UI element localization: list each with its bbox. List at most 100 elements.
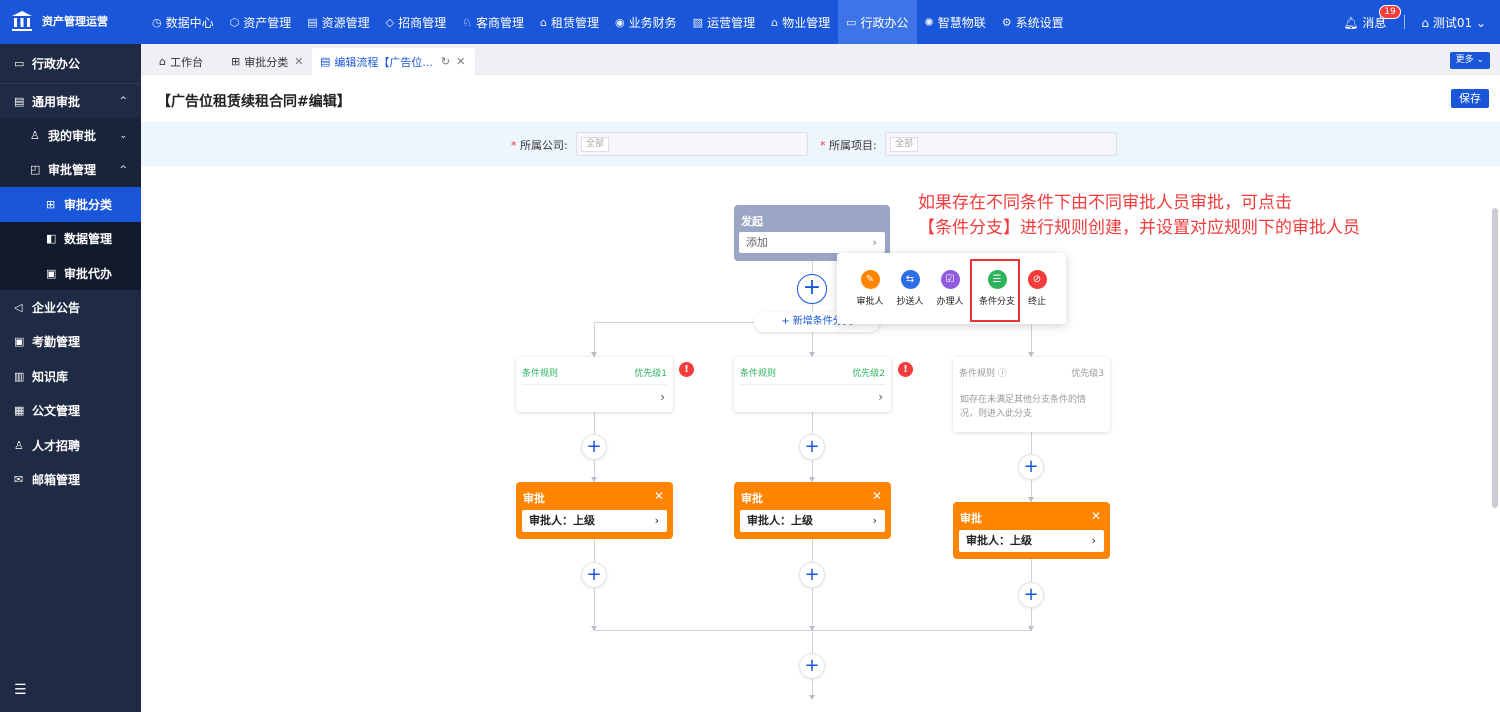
sidebar-item-data-management[interactable]: ◧ 数据管理 (0, 221, 141, 256)
popup-terminate[interactable]: ⊘终止 (1015, 253, 1059, 307)
nav-item-settings[interactable]: ⚙系统设置 (994, 0, 1072, 44)
sidebar-item-label: 数据管理 (64, 232, 113, 247)
add-node-button[interactable]: + (797, 274, 827, 304)
document-icon: ▤ (320, 55, 331, 68)
nav-item-property[interactable]: ⌂物业管理 (763, 0, 838, 44)
approval-node-2[interactable]: 审批 ✕ 审批人：上级› (734, 482, 891, 539)
launch-field[interactable]: 添加› (739, 232, 885, 253)
nav-item-lease[interactable]: ⌂租赁管理 (532, 0, 607, 44)
nav-item-admin-office[interactable]: ▭行政办公 (838, 0, 917, 44)
nav-item-investment[interactable]: ◇招商管理 (378, 0, 454, 44)
user-name: 测试01 (1432, 15, 1473, 30)
sidebar-item-label: 邮箱管理 (32, 472, 81, 487)
condition-card-1[interactable]: 条件规则 优先级1 › (516, 357, 673, 412)
close-icon[interactable]: ✕ (456, 55, 466, 68)
sidebar-item-announcement[interactable]: ◁企业公告 (0, 290, 141, 324)
tab-workbench[interactable]: ⌂工作台 (151, 48, 211, 75)
add-node-button[interactable]: + (581, 562, 607, 588)
sidebar-item-recruitment[interactable]: ♙人才招聘 (0, 428, 141, 462)
add-node-button[interactable]: + (799, 434, 825, 460)
sidebar-item-general-approval[interactable]: ▤通用审批^ (0, 84, 141, 118)
sidebar-item-my-approval[interactable]: ♙我的审批⌄ (0, 118, 141, 153)
approval-node-1[interactable]: 审批 ✕ 审批人：上级› (516, 482, 673, 539)
approval-node-3[interactable]: 审批 ✕ 审批人：上级› (953, 502, 1110, 559)
sidebar-header: ▭行政办公 (0, 44, 141, 84)
warning-icon: ! (898, 362, 913, 377)
close-icon[interactable]: ✕ (294, 55, 304, 68)
main-nav: ◷数据中心 ⬡资产管理 ▤资源管理 ◇招商管理 ♘客商管理 ⌂租赁管理 ◉业务财… (144, 0, 1072, 44)
add-node-button[interactable]: + (799, 562, 825, 588)
approver-field[interactable]: 审批人：上级› (959, 530, 1104, 552)
chevron-down-icon: ⌄ (1476, 55, 1484, 65)
popup-condition-branch[interactable]: ☰条件分支 (975, 253, 1019, 307)
condition-card-3[interactable]: 条件规则 ⓘ 优先级3 如存在未满足其他分支条件的情况，则进入此分支 (953, 357, 1110, 432)
sidebar-item-approval-agent[interactable]: ▣审批代办 (0, 255, 141, 291)
nav-item-resource[interactable]: ▤资源管理 (299, 0, 377, 44)
divider (740, 384, 885, 385)
approver-field[interactable]: 审批人：上级› (740, 510, 885, 532)
nav-item-customer[interactable]: ♘客商管理 (454, 0, 532, 44)
add-node-button[interactable]: + (1018, 454, 1044, 480)
arrow-down (809, 477, 815, 482)
tag-icon: ◇ (385, 15, 395, 29)
sidebar-item-label: 考勤管理 (32, 335, 81, 350)
annotation-line: 如果存在不同条件下由不同审批人员审批，可点击 (918, 193, 1292, 213)
approver-value: 审批人：上级 (966, 534, 1032, 547)
sidebar-item-mailbox[interactable]: ✉邮箱管理 (0, 462, 141, 496)
messages-count-badge: 19 (1379, 4, 1401, 19)
project-select[interactable]: 全部 (885, 132, 1117, 156)
nav-label: 资源管理 (321, 15, 370, 30)
database-icon: ◧ (46, 232, 57, 246)
user-menu[interactable]: ⌂ 测试01 ⌄ (1421, 14, 1486, 31)
sidebar-item-approval-category[interactable]: ⊞审批分类 (0, 187, 141, 222)
refresh-icon[interactable]: ↻ (440, 55, 451, 68)
building-icon: ⌂ (1421, 15, 1429, 30)
nav-label: 数据中心 (165, 15, 214, 30)
add-node-button[interactable]: + (1018, 582, 1044, 608)
highlight-box (970, 259, 1020, 322)
cube-icon: ⬡ (229, 15, 240, 29)
sidebar-item-approval-management[interactable]: ◰审批管理^ (0, 152, 141, 188)
sidebar-header-label: 行政办公 (32, 57, 81, 71)
more-tabs-button[interactable]: 更多 ⌄ (1449, 52, 1490, 69)
approver-field[interactable]: 审批人：上级› (522, 510, 667, 532)
tab-edit-flow[interactable]: ▤编辑流程【广告位... ↻ ✕ (312, 48, 475, 75)
connector-line (594, 322, 595, 630)
sidebar-item-label: 公文管理 (32, 404, 81, 419)
arrow-down (591, 477, 597, 482)
tab-label: 编辑流程【广告位... (334, 55, 433, 69)
chevron-up-icon: ^ (119, 164, 127, 175)
popup-handler[interactable]: ☑办理人 (928, 253, 972, 307)
arrow-down (1028, 497, 1034, 502)
add-node-button[interactable]: + (799, 653, 825, 679)
close-icon[interactable]: ✕ (653, 489, 664, 503)
nav-item-iot[interactable]: ✺智慧物联 (917, 0, 994, 44)
launch-node[interactable]: 发起 添加› (734, 205, 890, 261)
approver-value: 审批人：上级 (747, 514, 813, 527)
sidebar-item-attendance[interactable]: ▣考勤管理 (0, 325, 141, 359)
popup-cc[interactable]: ⇆抄送人 (888, 253, 932, 307)
dashboard-icon: ◷ (152, 15, 162, 29)
nav-label: 行政办公 (860, 15, 909, 30)
nav-item-operation[interactable]: ▧运营管理 (685, 0, 763, 44)
approver-value: 审批人：上级 (529, 514, 595, 527)
app-logo[interactable]: 资产管理运营 (10, 9, 108, 33)
collapse-menu-icon[interactable]: ☰ (14, 682, 27, 698)
popup-approver[interactable]: ✎审批人 (848, 253, 892, 307)
vertical-scrollbar[interactable] (1492, 208, 1498, 508)
close-icon[interactable]: ✕ (1090, 509, 1101, 523)
nav-item-finance[interactable]: ◉业务财务 (607, 0, 685, 44)
nav-item-data-center[interactable]: ◷数据中心 (144, 0, 222, 44)
save-button[interactable]: 保存 (1451, 89, 1489, 108)
sidebar-item-official-document[interactable]: ▦公文管理 (0, 394, 141, 428)
connector-line (812, 322, 813, 630)
condition-description: 如存在未满足其他分支条件的情况，则进入此分支 (960, 395, 1087, 419)
add-node-button[interactable]: + (581, 434, 607, 460)
company-select[interactable]: 全部 (576, 132, 808, 156)
sidebar-item-knowledge[interactable]: ▥知识库 (0, 359, 141, 393)
tab-approval-category[interactable]: ⊞审批分类✕ (223, 48, 311, 75)
condition-card-2[interactable]: 条件规则 优先级2 › (734, 357, 891, 412)
messages-button[interactable]: 🔔︎ 消息 19 (1343, 4, 1401, 31)
close-icon[interactable]: ✕ (871, 489, 882, 503)
nav-item-asset[interactable]: ⬡资产管理 (222, 0, 300, 44)
